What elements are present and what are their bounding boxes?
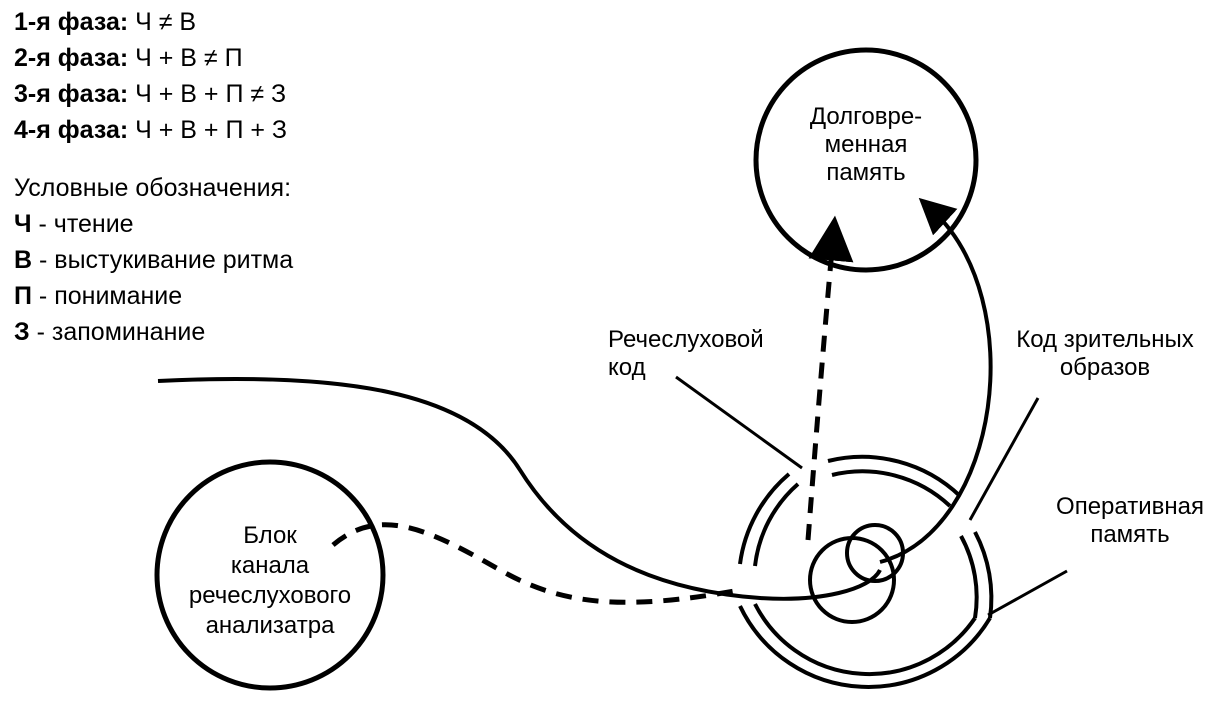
inner-circle-right <box>845 523 905 583</box>
phase-row: 3-я фаза: Ч + В + П ≠ З <box>14 80 286 109</box>
auditory-channel-dashed <box>331 522 741 605</box>
label-line: Код зрительных <box>1016 326 1194 353</box>
working-memory-leader <box>987 569 1068 617</box>
legend-key: В <box>14 246 33 274</box>
legend-text: - понимание <box>38 282 183 310</box>
analyzer-block-label: Блок канала речеслухового анализатра <box>170 521 370 641</box>
label-line: менная <box>824 131 908 158</box>
phase-row: 4-я фаза: Ч + В + П + З <box>14 116 287 145</box>
legend-item: Ч - чтение <box>14 210 134 239</box>
legend-item: З - запоминание <box>14 318 205 347</box>
label-line: анализатра <box>205 612 335 639</box>
long-term-memory-label: Долговре- менная память <box>781 103 951 187</box>
phase-label: 1-я фаза: <box>14 8 129 36</box>
legend-text: - запоминание <box>36 318 206 346</box>
label-line: память <box>1090 521 1170 548</box>
phase-row: 1-я фаза: Ч ≠ В <box>14 8 196 37</box>
auditory-code-label: Речеслуховой код <box>608 326 764 382</box>
legend-text: - чтение <box>38 210 134 238</box>
legend-key: Ч <box>14 210 32 238</box>
auditory-code-arrow <box>805 215 854 541</box>
legend-item: В - выстукивание ритма <box>14 246 293 275</box>
label-line: канала <box>230 552 310 579</box>
phase-label: 2-я фаза: <box>14 44 129 72</box>
auditory-code-leader <box>675 375 803 470</box>
label-line: Блок <box>243 522 297 549</box>
phase-label: 4-я фаза: <box>14 116 129 144</box>
visual-code-arrow <box>879 197 993 564</box>
label-line: память <box>826 159 906 186</box>
legend-title: Условные обозначения: <box>14 174 292 202</box>
phase-formula: Ч + В + П + З <box>135 116 288 144</box>
visual-code-label: Код зрительных образов <box>1000 326 1210 382</box>
label-line: Речеслуховой <box>608 326 764 353</box>
long-term-memory-circle <box>753 47 979 273</box>
legend-key: З <box>14 318 30 346</box>
working-memory-label: Оперативная память <box>1040 493 1220 549</box>
phase-formula: Ч ≠ В <box>135 8 197 36</box>
label-line: речеслухового <box>188 582 352 609</box>
visual-channel-curve <box>157 376 882 601</box>
label-line: код <box>608 354 646 381</box>
phase-formula: Ч + В + П ≠ З <box>135 80 287 108</box>
legend-key: П <box>14 282 32 310</box>
phase-row: 2-я фаза: Ч + В ≠ П <box>14 44 243 73</box>
label-line: Оперативная <box>1056 493 1204 520</box>
visual-code-leader <box>968 397 1040 521</box>
legend-text: - выстукивание ритма <box>39 246 294 274</box>
label-line: Долговре- <box>809 103 923 130</box>
analyzer-block-circle <box>154 459 386 691</box>
phase-formula: Ч + В ≠ П <box>135 44 243 72</box>
working-memory-ring <box>738 454 994 689</box>
phase-label: 3-я фаза: <box>14 80 129 108</box>
legend-item: П - понимание <box>14 282 182 311</box>
label-line: образов <box>1059 354 1151 381</box>
